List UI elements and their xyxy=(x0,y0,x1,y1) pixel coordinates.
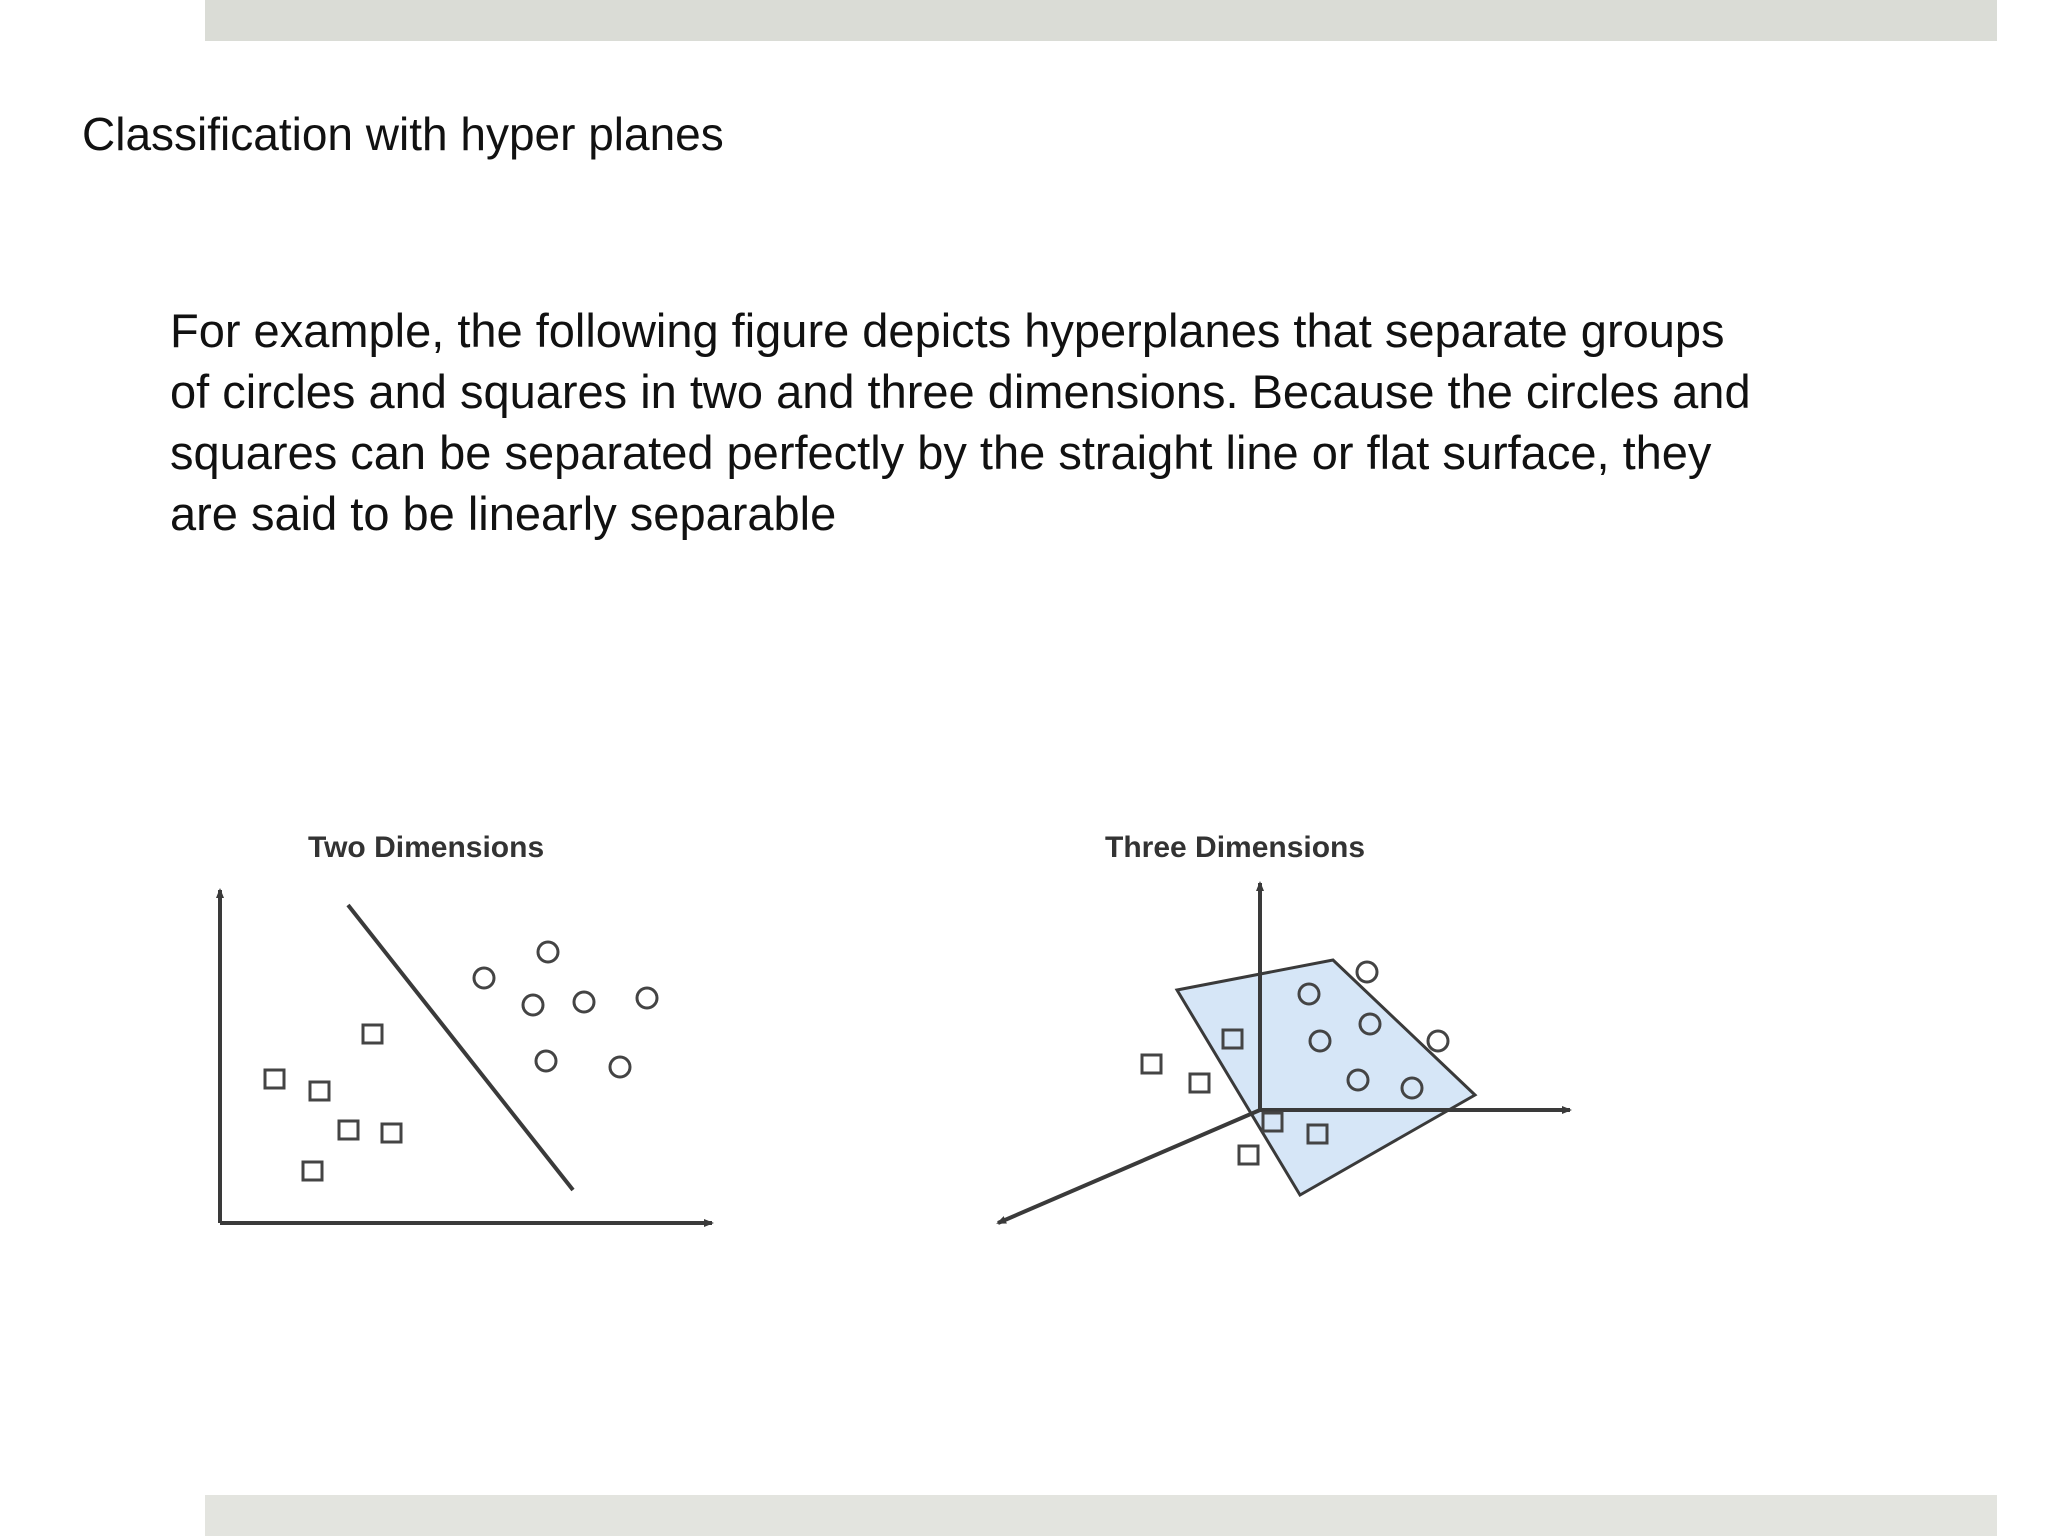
circles-group xyxy=(472,940,659,1079)
circle-marker xyxy=(1308,1029,1332,1053)
bottom-decor-bar xyxy=(205,1495,1997,1536)
square-marker xyxy=(263,1068,286,1090)
circle-marker xyxy=(521,993,545,1017)
separating-line xyxy=(346,903,575,1192)
circle-marker xyxy=(1358,1012,1382,1036)
body-line: are said to be linearly separable xyxy=(170,487,837,540)
circle-marker xyxy=(635,986,659,1010)
separating-plane xyxy=(1174,958,1478,1198)
three-dimensions-label: Three Dimensions xyxy=(1105,831,1365,864)
circle-marker xyxy=(1346,1068,1370,1092)
square-marker xyxy=(361,1023,384,1045)
body-line: squares can be separated perfectly by th… xyxy=(170,426,1712,479)
top-decor-bar xyxy=(205,0,1997,41)
circle-marker xyxy=(534,1049,558,1073)
circle-marker xyxy=(608,1055,632,1079)
body-paragraph: For example, the following figure depict… xyxy=(170,300,1930,544)
square-marker xyxy=(1221,1028,1244,1050)
circle-marker xyxy=(1426,1029,1450,1053)
body-line: For example, the following figure depict… xyxy=(170,304,1725,357)
circle-marker xyxy=(472,966,496,990)
square-marker xyxy=(1261,1111,1284,1133)
circle-marker xyxy=(1297,982,1321,1006)
body-line: of circles and squares in two and three … xyxy=(170,365,1751,418)
three-dimensions-panel: Three Dimensions xyxy=(996,831,1572,1225)
hyperplane-figure: Two Dimensions xyxy=(180,815,1600,1255)
squares-group xyxy=(263,1023,403,1182)
square-marker xyxy=(301,1160,324,1182)
square-marker xyxy=(380,1122,403,1144)
square-marker xyxy=(1237,1144,1260,1166)
square-marker xyxy=(308,1080,331,1102)
y-axis-arrow-3d xyxy=(996,1108,1261,1225)
circle-marker xyxy=(1355,960,1379,984)
squares-3d-group xyxy=(1140,1028,1329,1166)
circle-marker xyxy=(536,940,560,964)
circles-3d-group xyxy=(1297,960,1450,1100)
square-marker xyxy=(1140,1053,1163,1075)
slide-title: Classification with hyper planes xyxy=(82,108,724,160)
two-dimensions-panel: Two Dimensions xyxy=(216,831,714,1227)
square-marker xyxy=(337,1119,360,1141)
square-marker xyxy=(1306,1123,1329,1145)
two-dimensions-label: Two Dimensions xyxy=(308,831,544,864)
circle-marker xyxy=(1400,1076,1424,1100)
square-marker xyxy=(1188,1072,1211,1094)
circle-marker xyxy=(572,990,596,1014)
